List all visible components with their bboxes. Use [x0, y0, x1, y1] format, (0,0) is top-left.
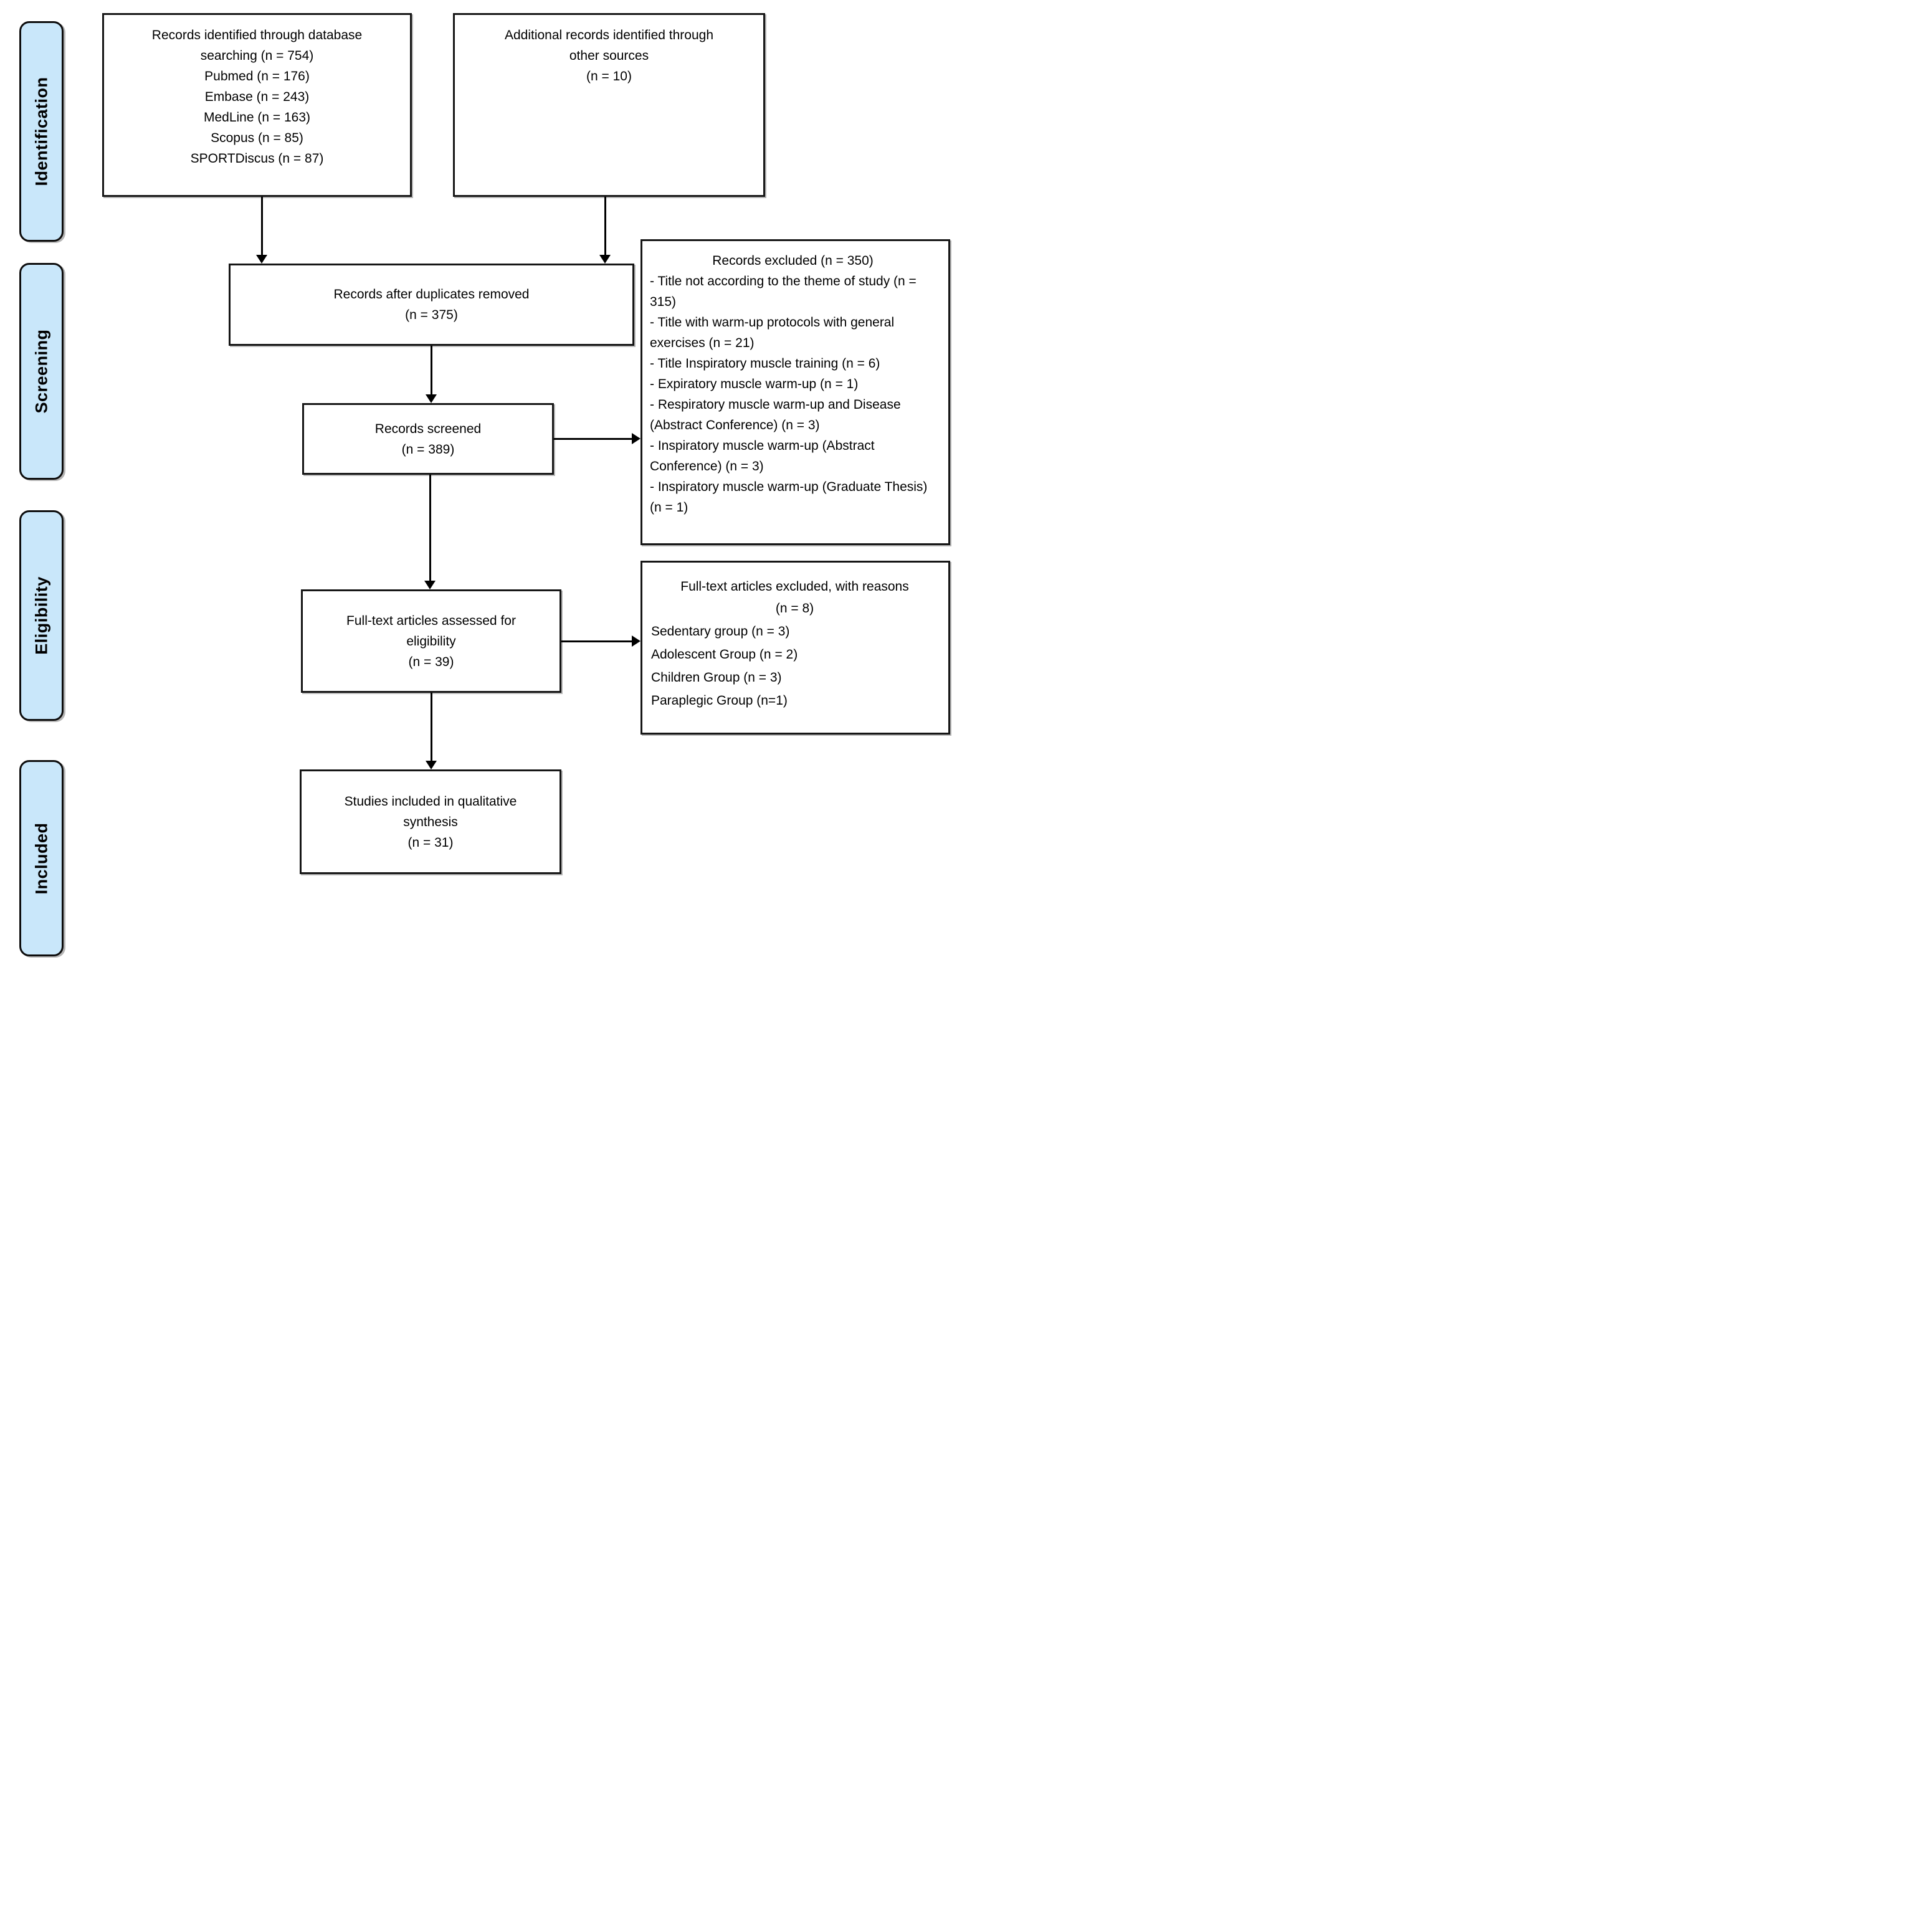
- arrowhead-additional-to-duplicates: [599, 255, 611, 264]
- box-line: (n = 31): [407, 835, 454, 850]
- box-line: Pubmed (n = 176): [204, 69, 310, 83]
- connector-screened-to-excluded: [554, 438, 632, 440]
- phase-screening-label: Screening: [32, 329, 50, 414]
- box-records-screened: Records screened (n = 389): [302, 403, 554, 475]
- connector-fulltext-to-excluded: [561, 640, 632, 642]
- excluded-reason: - Title not according to the theme of st…: [650, 274, 917, 309]
- box-line: synthesis: [403, 814, 458, 829]
- records-excluded-title: Records excluded (n = 350): [712, 254, 874, 268]
- fulltext-excluded-title: Full-text articles excluded, with reason…: [680, 579, 909, 594]
- box-line: Studies included in qualitative: [344, 794, 517, 809]
- box-line: MedLine (n = 163): [203, 110, 311, 125]
- phase-included-label: Included: [32, 822, 50, 895]
- connector-duplicates-to-screened: [431, 346, 432, 394]
- excluded-reason: - Respiratory muscle warm-up and Disease…: [650, 397, 901, 432]
- box-line: (n = 375): [405, 308, 458, 322]
- arrowhead-duplicates-to-screened: [426, 394, 437, 403]
- box-qualitative-synthesis: Studies included in qualitative synthesi…: [300, 769, 561, 874]
- phase-eligibility: Eligibility: [19, 510, 64, 721]
- box-line: SPORTDiscus (n = 87): [190, 151, 324, 166]
- connector-additional-to-duplicates: [604, 197, 606, 255]
- arrowhead-identified-to-duplicates: [256, 255, 267, 264]
- box-line: (n = 10): [586, 69, 632, 83]
- phase-included: Included: [19, 760, 64, 956]
- box-line: Scopus (n = 85): [211, 131, 303, 145]
- box-line: Embase (n = 243): [204, 90, 310, 104]
- arrowhead-fulltext-to-excluded: [632, 635, 641, 647]
- arrowhead-screened-to-excluded: [632, 433, 641, 444]
- box-line: Additional records identified through: [504, 28, 714, 42]
- phase-identification: Identification: [19, 21, 64, 242]
- box-line: Full-text articles assessed for: [346, 613, 516, 628]
- box-line: Records identified through database: [151, 28, 363, 42]
- excluded-reason: Children Group (n = 3): [651, 670, 782, 685]
- box-line: (n = 389): [401, 442, 455, 457]
- prisma-flow-diagram: Identification Screening Eligibility Inc…: [0, 0, 962, 966]
- box-line: other sources: [569, 49, 649, 63]
- excluded-reason: - Inspiratory muscle warm-up (Abstract C…: [650, 439, 875, 473]
- box-fulltext-excluded: Full-text articles excluded, with reason…: [641, 561, 950, 735]
- phase-identification-label: Identification: [32, 77, 50, 186]
- box-line: Records screened: [374, 421, 482, 436]
- box-line: eligibility: [406, 634, 456, 649]
- box-records-identified: Records identified through database sear…: [102, 13, 412, 197]
- box-fulltext-assessed: Full-text articles assessed for eligibil…: [301, 589, 561, 693]
- box-additional-records: Additional records identified through ot…: [453, 13, 765, 197]
- excluded-reason: - Title with warm-up protocols with gene…: [650, 315, 895, 350]
- excluded-reason: Paraplegic Group (n=1): [651, 693, 788, 708]
- box-line: searching (n = 754): [200, 49, 314, 63]
- box-duplicates-removed: Records after duplicates removed (n = 37…: [229, 264, 634, 346]
- phase-screening: Screening: [19, 263, 64, 480]
- excluded-reason: - Expiratory muscle warm-up (n = 1): [650, 377, 859, 391]
- excluded-reason: Adolescent Group (n = 2): [651, 647, 798, 662]
- excluded-reason: - Inspiratory muscle warm-up (Graduate T…: [650, 480, 928, 515]
- connector-screened-to-fulltext: [429, 475, 431, 581]
- connector-fulltext-to-included: [431, 693, 432, 761]
- box-line: (n = 39): [408, 654, 454, 669]
- fulltext-excluded-count: (n = 8): [775, 601, 814, 616]
- arrowhead-screened-to-fulltext: [424, 581, 436, 589]
- excluded-reason: - Title Inspiratory muscle training (n =…: [650, 356, 880, 371]
- box-line: Records after duplicates removed: [333, 287, 530, 302]
- arrowhead-fulltext-to-included: [426, 761, 437, 769]
- excluded-reason: Sedentary group (n = 3): [651, 624, 790, 639]
- connector-identified-to-duplicates: [261, 197, 263, 255]
- box-records-excluded: Records excluded (n = 350) - Title not a…: [641, 239, 950, 545]
- phase-eligibility-label: Eligibility: [32, 576, 50, 655]
